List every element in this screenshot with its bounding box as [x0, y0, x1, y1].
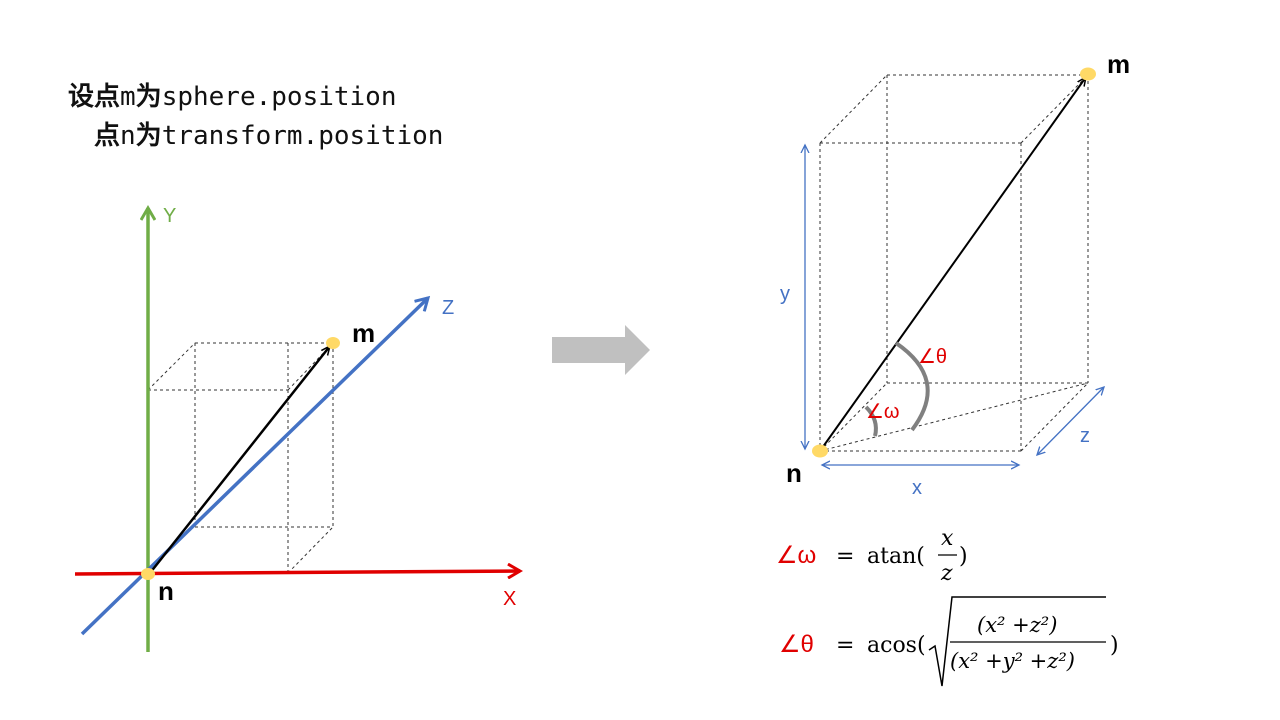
left-point-m-label: m — [352, 318, 375, 348]
y-axis-label: Y — [163, 205, 176, 227]
caption-line-2-code: transform.position — [161, 121, 444, 151]
formula-omega: ∠ω = atan( x z ) — [776, 526, 968, 586]
formula-theta-numerator: (x² +z²) — [977, 613, 1057, 637]
formula-theta-close: ) — [1110, 633, 1119, 658]
caption-line-2-mid: 为 — [135, 121, 162, 151]
right-vector-nm — [819, 77, 1086, 452]
dim-z-line — [1037, 387, 1104, 455]
caption-line-2-prefix: 点 — [94, 121, 121, 151]
z-axis-label: Z — [442, 297, 454, 319]
dim-x-label: x — [912, 477, 922, 499]
left-vector-nm — [149, 346, 330, 574]
caption-line-1-code: sphere.position — [161, 82, 397, 112]
caption-line-1-point: m — [120, 82, 136, 112]
formula-omega-close: ) — [959, 544, 968, 569]
omega-arc — [864, 405, 878, 437]
angle-theta-label: ∠θ — [918, 346, 947, 368]
left-point-m — [326, 337, 340, 349]
dim-z-label: z — [1080, 425, 1090, 447]
formula-theta-sqrt — [928, 596, 1106, 687]
formula-theta: ∠θ = acos( (x² +z²) (x² +y² +z²) ) — [779, 596, 1119, 687]
x-axis-label: X — [503, 588, 516, 610]
caption-line-2: 点n为transform.position — [94, 115, 443, 152]
dim-y-label: y — [780, 283, 790, 305]
formula-omega-denominator: z — [940, 561, 953, 586]
angle-omega-label: ∠ω — [866, 401, 900, 423]
formula-theta-denominator: (x² +y² +z²) — [950, 649, 1075, 673]
formula-omega-label: ∠ω — [776, 542, 816, 569]
caption-line-2-point: n — [120, 121, 136, 151]
formula-theta-equals: = — [836, 633, 854, 658]
formula-omega-numerator: x — [941, 526, 954, 551]
formula-theta-label: ∠θ — [779, 631, 814, 658]
formula-omega-equals: = — [836, 544, 854, 569]
transition-arrow-icon — [552, 325, 650, 375]
z-axis-line — [80, 298, 428, 636]
formula-omega-function: atan( — [867, 544, 925, 569]
caption-line-1-mid: 为 — [135, 82, 162, 112]
left-point-n-label: n — [158, 576, 174, 606]
theta-arc — [894, 341, 930, 432]
right-point-m — [1080, 67, 1096, 81]
right-point-m-label: m — [1107, 49, 1130, 79]
right-box-diagram: m n y x z ∠θ ∠ω — [780, 49, 1130, 499]
left-dashed-box — [147, 342, 334, 574]
caption-line-1-prefix: 设点 — [68, 82, 121, 112]
caption-line-1: 设点m为sphere.position — [68, 76, 397, 113]
right-point-n-label: n — [786, 458, 802, 488]
left-coordinate-diagram: Y Z X m n — [74, 205, 520, 652]
left-point-n — [141, 568, 155, 580]
right-point-n — [812, 444, 828, 458]
formula-theta-function: acos( — [867, 633, 926, 658]
